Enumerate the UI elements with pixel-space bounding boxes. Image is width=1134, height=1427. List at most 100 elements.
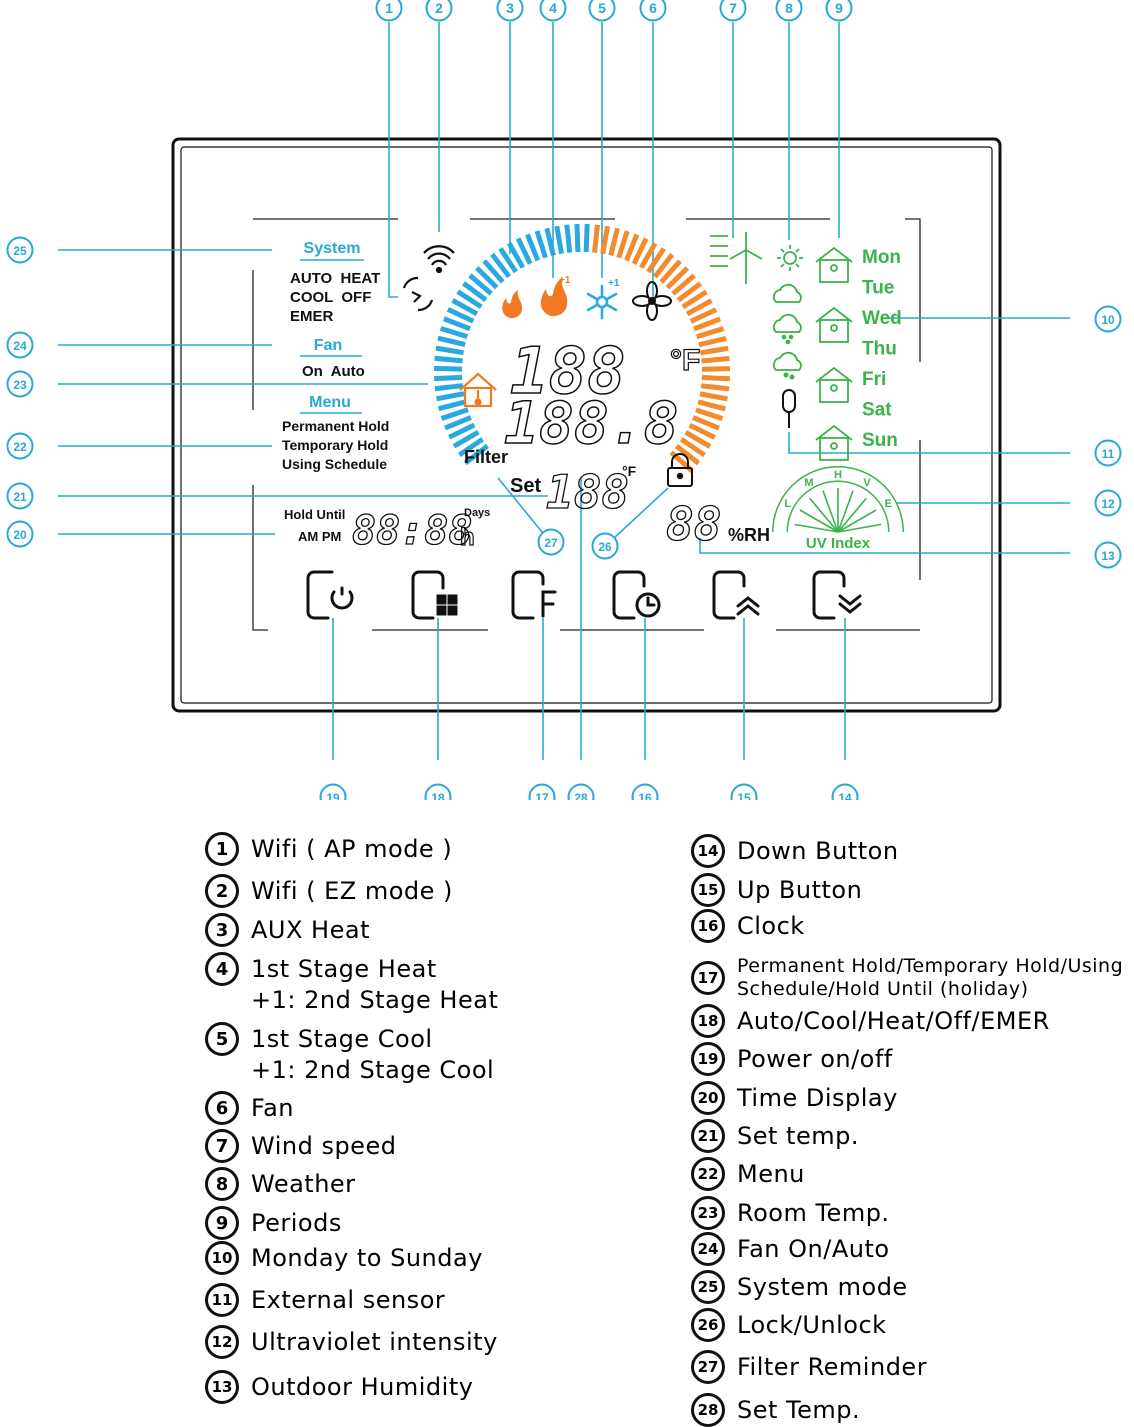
svg-text:24: 24	[13, 339, 27, 353]
clock-button[interactable]	[612, 570, 661, 620]
callout-26: 26	[591, 532, 619, 560]
uv-letter-m: M	[804, 477, 813, 489]
svg-text:6: 6	[649, 0, 657, 16]
legend-text: Up Button	[737, 876, 863, 904]
uv-letter-e: E	[885, 498, 892, 510]
arc-segment	[679, 437, 706, 458]
legend-text: Lock/Unlock	[737, 1311, 887, 1339]
cloud-icon	[772, 283, 802, 303]
legend-number: 13	[205, 1370, 239, 1404]
svg-text:7: 7	[729, 0, 737, 16]
svg-text:15: 15	[737, 791, 751, 800]
set-temp-unit: °F	[622, 463, 637, 479]
svg-text:28: 28	[574, 791, 588, 800]
legend-text: Weather	[251, 1170, 356, 1198]
svg-text:14: 14	[838, 791, 852, 800]
arc-segment	[665, 266, 690, 290]
legend-number: 9	[205, 1206, 239, 1240]
legend-number: 22	[691, 1157, 725, 1191]
arc-segment	[659, 259, 682, 284]
arc-segment	[698, 335, 727, 348]
legend-subtext-5: +1: 2nd Stage Cool	[251, 1056, 495, 1084]
arc-segment	[451, 298, 479, 317]
fan-heading: Fan	[314, 337, 342, 354]
legend-number: 12	[205, 1325, 239, 1359]
uv-letter-v: V	[863, 477, 871, 489]
arc-segment	[653, 253, 675, 279]
callout-18: 18	[424, 783, 452, 800]
period-house-icon	[815, 306, 853, 343]
arc-segment	[475, 266, 499, 290]
svg-text:17: 17	[535, 791, 549, 800]
callout-20: 20	[6, 520, 34, 548]
uv-ray	[794, 523, 839, 533]
legend-text: Fan	[251, 1094, 295, 1122]
arc-segment	[631, 237, 649, 265]
room-temp-unit: °F	[670, 344, 700, 377]
arc-segment	[574, 224, 581, 253]
time-display: 88:88	[352, 508, 472, 554]
legend-subtext-4: +1: 2nd Stage Heat	[251, 986, 499, 1014]
callout-17: 17	[528, 783, 556, 800]
callout-11: 11	[1094, 439, 1122, 467]
callout-1: 1	[375, 0, 403, 22]
callout-7: 7	[719, 0, 747, 22]
arc-segment	[671, 273, 696, 296]
svg-text:27: 27	[544, 536, 558, 550]
humidity-unit: %RH	[728, 525, 770, 545]
legend-number: 24	[691, 1232, 725, 1266]
legend-text: Set Temp.	[737, 1396, 861, 1424]
callout-3: 3	[496, 0, 524, 22]
legend-text: Ultraviolet intensity	[251, 1328, 498, 1356]
menu-button[interactable]	[411, 570, 458, 620]
filter-button[interactable]	[511, 570, 557, 620]
flame-icon	[502, 290, 523, 319]
arc-segment	[646, 247, 666, 274]
arc-segment	[684, 430, 712, 449]
callout-4: 4	[539, 0, 567, 22]
uv-ray	[837, 497, 867, 533]
device-inner-frame	[180, 146, 993, 704]
wind-turbine-icon	[710, 232, 763, 284]
legend-number: 14	[691, 834, 725, 868]
heat-plus-one: +1	[559, 275, 571, 286]
arc-segment	[433, 365, 463, 372]
hold-until-label: Hold Until	[284, 507, 345, 522]
snow-cloud-icon	[772, 351, 802, 380]
arc-segment	[701, 366, 731, 372]
legend-number: 1	[205, 832, 239, 866]
up-button[interactable]	[712, 570, 760, 620]
svg-text:10: 10	[1101, 313, 1115, 327]
day-thu: Thu	[862, 339, 897, 360]
callout-15: 15	[730, 783, 758, 800]
sun-icon	[777, 245, 803, 271]
arc-segment	[701, 355, 730, 364]
day-mon: Mon	[862, 247, 901, 268]
legend-text: Time Display	[737, 1084, 898, 1112]
legend-text: Wifi ( AP mode )	[251, 835, 453, 863]
rain-cloud-icon	[772, 313, 802, 345]
callout-13: 13	[1094, 541, 1122, 569]
legend-item-1: 1 Wifi ( AP mode )	[205, 832, 452, 866]
callout-19: 19	[319, 783, 347, 800]
down-button[interactable]	[812, 570, 862, 620]
svg-text:20: 20	[13, 528, 27, 542]
svg-text:23: 23	[13, 378, 27, 392]
arc-segment	[490, 252, 512, 279]
power-button[interactable]	[306, 570, 354, 620]
day-fri: Fri	[862, 369, 886, 390]
arc-segment	[692, 415, 720, 431]
arc-segment	[435, 345, 464, 356]
